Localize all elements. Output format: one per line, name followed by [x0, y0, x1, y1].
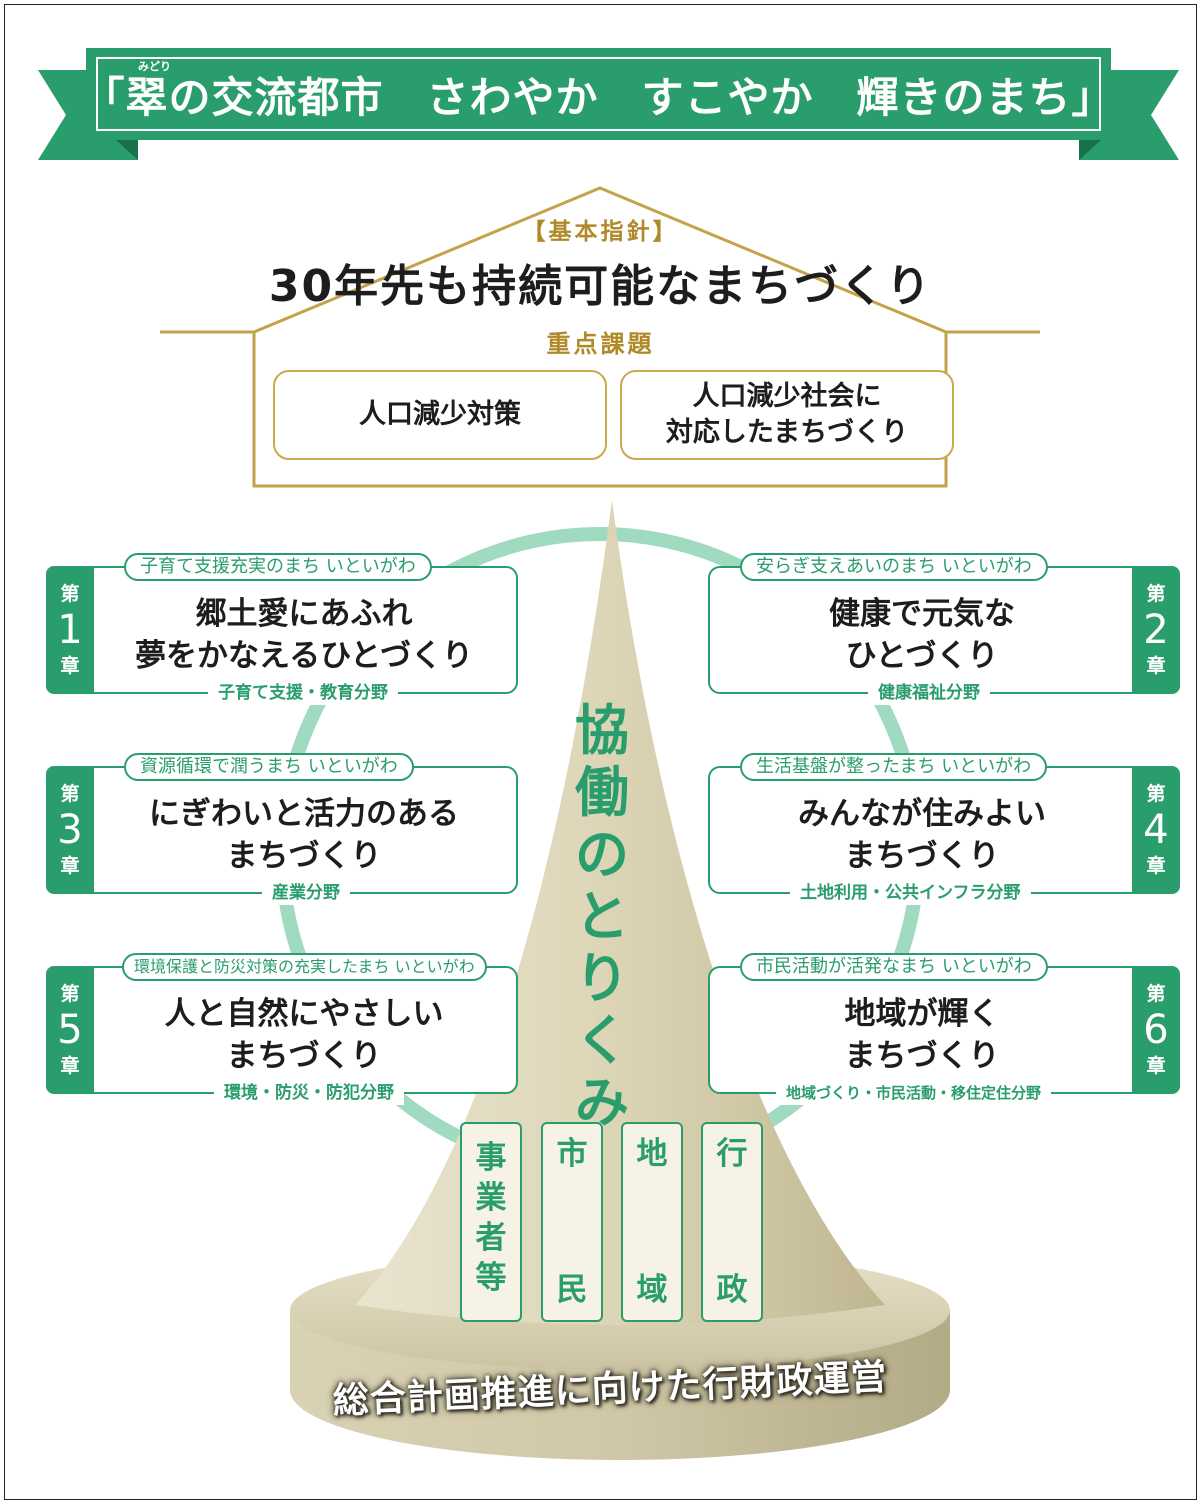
chapter-prefix: 第: [1146, 783, 1166, 805]
actor-char: 者: [475, 1220, 507, 1256]
chapter-tab: 第 5 章: [46, 966, 94, 1094]
chapter-number: 3: [57, 807, 83, 853]
actor-char: 市: [556, 1136, 588, 1172]
chapter-field: 健康福祉分野: [868, 681, 990, 705]
issue-box-2: 人口減少社会に 対応したまちづくり: [620, 370, 954, 460]
chapter-theme: 郷土愛にあふれ 夢をかなえるひとづくり: [135, 596, 473, 674]
chapter-tab: 第 1 章: [46, 566, 94, 694]
chapter-slogan: 安らぎ支えあいのまち いといがわ: [740, 553, 1048, 581]
issue-box-1: 人口減少対策: [273, 370, 607, 460]
actor-char: 域: [636, 1272, 668, 1308]
chapter-number: 5: [57, 1007, 83, 1053]
chapter-suffix: 章: [60, 855, 80, 877]
chapter-suffix: 章: [1146, 655, 1166, 677]
cone-title-char: と: [575, 885, 629, 948]
chapter-slogan: 資源循環で潤うまち いといがわ: [124, 753, 414, 781]
actor-char: 民: [556, 1272, 588, 1308]
chapter-suffix: 章: [60, 655, 80, 677]
chapter-suffix: 章: [60, 1055, 80, 1077]
banner-title: 「翠の交流都市 さわやか すこやか 輝きのまち」: [82, 72, 1115, 122]
chapter-number: 2: [1143, 607, 1169, 653]
cone-title-char: り: [575, 947, 629, 1010]
cone-title-char: く: [575, 1009, 629, 1072]
chapter-field: 土地利用・公共インフラ分野: [790, 881, 1031, 905]
actor-char: 政: [716, 1272, 748, 1308]
chapter-card-1: 第 1 章 子育て支援充実のまち いといがわ 郷土愛にあふれ 夢をかなえるひとづ…: [46, 553, 518, 705]
chapter-number: 6: [1143, 1007, 1169, 1053]
cone-shape: [355, 500, 885, 1325]
chapter-slogan: 生活基盤が整ったまち いといがわ: [740, 753, 1048, 781]
chapter-theme: 地域が輝く まちづくり: [844, 996, 1000, 1074]
chapter-card-5: 第 5 章 環境保護と防災対策の充実したまち いといがわ 人と自然にやさしい ま…: [46, 953, 518, 1105]
chapter-card-2: 第 2 章 安らぎ支えあいのまち いといがわ 健康で元気な ひとづくり 健康福祉…: [708, 553, 1180, 705]
actor-char: 地: [636, 1136, 668, 1172]
chapter-prefix: 第: [1146, 583, 1166, 605]
chapter-theme: 人と自然にやさしい まちづくり: [164, 996, 444, 1074]
cone-title-char: の: [575, 823, 629, 886]
chapter-prefix: 第: [60, 583, 80, 605]
chapter-number: 1: [57, 607, 83, 653]
chapter-prefix: 第: [1146, 983, 1166, 1005]
cone-title: 協 働 の と り く み: [566, 700, 638, 1134]
chapter-number: 4: [1143, 807, 1169, 853]
chapter-tab: 第 3 章: [46, 766, 94, 894]
chapter-field: 子育て支援・教育分野: [208, 681, 398, 705]
chapter-card-4: 第 4 章 生活基盤が整ったまち いといがわ みんなが住みよい まちづくり 土地…: [708, 753, 1180, 905]
actor-char: 事: [475, 1140, 507, 1176]
cone-title-char: 協: [575, 699, 629, 762]
actor-citizens: 市 民: [541, 1122, 603, 1322]
actor-char: 行: [716, 1136, 748, 1172]
actor-businesses: 事 業 者 等: [460, 1122, 522, 1322]
chapter-theme: 健康で元気な ひとづくり: [829, 596, 1015, 674]
policy-title: 30年先も持続可能なまちづくり: [268, 261, 933, 312]
chapter-field: 環境・防災・防犯分野: [214, 1081, 404, 1105]
actor-community: 地 域: [621, 1122, 683, 1322]
chapter-suffix: 章: [1146, 1055, 1166, 1077]
chapter-tab: 第 4 章: [1132, 766, 1180, 894]
policy-label: 【基本指針】: [522, 219, 679, 245]
actor-char: 等: [475, 1260, 507, 1296]
chapter-theme: にぎわいと活力のある まちづくり: [149, 796, 459, 874]
banner-ruby: みどり: [138, 60, 171, 73]
chapter-card-3: 第 3 章 資源循環で潤うまち いといがわ にぎわいと活力のある まちづくり 産…: [46, 753, 518, 905]
focus-label: 重点課題: [546, 330, 655, 358]
actor-government: 行 政: [701, 1122, 763, 1322]
chapter-suffix: 章: [1146, 855, 1166, 877]
chapter-prefix: 第: [60, 783, 80, 805]
title-banner: 「翠の交流都市 さわやか すこやか 輝きのまち」: [83, 48, 1114, 140]
chapter-card-6: 第 6 章 市民活動が活発なまち いといがわ 地域が輝く まちづくり 地域づくり…: [708, 953, 1180, 1105]
chapter-prefix: 第: [60, 983, 80, 1005]
chapter-slogan: 子育て支援充実のまち いといがわ: [124, 553, 432, 581]
chapter-slogan: 市民活動が活発なまち いといがわ: [740, 953, 1048, 981]
actor-char: 業: [475, 1180, 507, 1216]
chapter-slogan: 環境保護と防災対策の充実したまち いといがわ: [122, 953, 487, 981]
chapter-field: 産業分野: [262, 881, 350, 905]
chapter-theme: みんなが住みよい まちづくり: [798, 796, 1046, 874]
chapter-tab: 第 2 章: [1132, 566, 1180, 694]
banner-inner: 「翠の交流都市 さわやか すこやか 輝きのまち」: [83, 57, 1114, 131]
house-outline: [160, 186, 1040, 334]
chapter-tab: 第 6 章: [1132, 966, 1180, 1094]
cone-title-char: 働: [575, 761, 629, 824]
chapter-field: 地域づくり・市民活動・移住定住分野: [776, 1081, 1052, 1105]
